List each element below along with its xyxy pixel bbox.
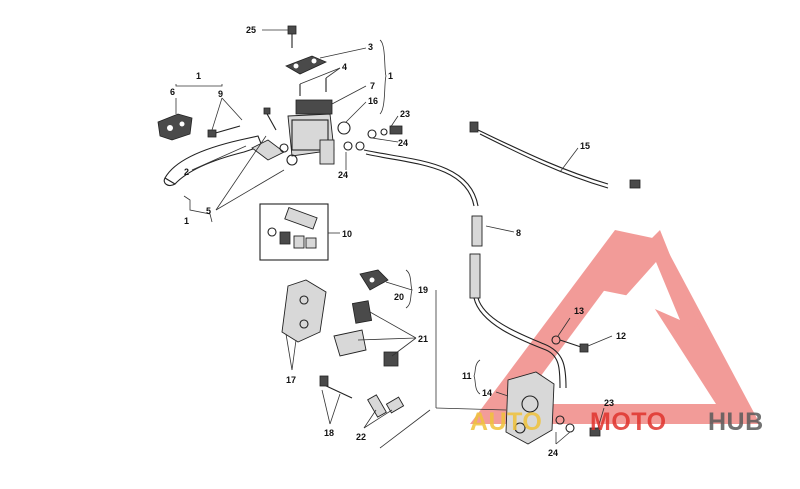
caliper	[505, 371, 555, 445]
clip-19-20	[359, 269, 389, 291]
watermark-peak-inner	[622, 262, 680, 320]
brake-lever	[163, 135, 263, 186]
watermark-logo	[470, 230, 760, 424]
lever-pin	[263, 107, 277, 131]
callout-5: 5	[206, 206, 211, 216]
callout-24-bottom: 24	[548, 448, 558, 458]
callout-18: 18	[324, 428, 334, 438]
callout-15: 15	[580, 141, 590, 151]
callout-4: 4	[342, 62, 347, 72]
clamp-bolt-25	[287, 25, 297, 48]
watermark-brand: AUTO MOTO HUB	[470, 408, 764, 436]
callout-20: 20	[394, 292, 404, 302]
callout-10: 10	[342, 229, 352, 239]
callout-6: 6	[170, 87, 175, 97]
callout-3: 3	[368, 42, 373, 52]
callout-24-mid: 24	[338, 170, 348, 180]
watermark-triangle-inner	[520, 280, 716, 404]
callout-1-top: 1	[196, 71, 201, 81]
leader-lines	[175, 29, 613, 449]
callout-13: 13	[574, 306, 584, 316]
callout-1-right: 1	[388, 71, 393, 81]
caliper-bolt-12	[559, 339, 589, 353]
callout-1-bottom: 1	[184, 216, 189, 226]
repair-kit-box	[259, 203, 329, 261]
callout-21: 21	[418, 334, 428, 344]
callout-23-top: 23	[400, 109, 410, 119]
bush-22	[367, 394, 405, 418]
reservoir-cap-clamp	[285, 55, 327, 75]
callout-22: 22	[356, 432, 366, 442]
watermark-brand-hub: HUB	[708, 408, 764, 436]
callout-11: 11	[462, 371, 472, 381]
watermark-brand-auto: AUTO	[470, 408, 542, 436]
callout-9: 9	[218, 89, 223, 99]
bracket-17	[281, 279, 327, 343]
callout-25: 25	[246, 25, 256, 35]
washer-13	[551, 335, 561, 345]
cap-16	[337, 121, 351, 135]
callout-8: 8	[516, 228, 521, 238]
callout-2: 2	[184, 167, 189, 177]
callout-17: 17	[286, 375, 296, 385]
watermark-brand-moto: MOTO	[590, 408, 667, 436]
brake-hose	[363, 149, 567, 389]
callout-23-bottom: 23	[604, 398, 614, 408]
callout-19: 19	[418, 285, 428, 295]
callout-7: 7	[370, 81, 375, 91]
master-cylinder	[279, 99, 335, 166]
screws-4	[299, 78, 327, 96]
sensor-cable	[469, 121, 641, 189]
bleeder-23	[555, 415, 601, 437]
callout-14: 14	[482, 388, 492, 398]
clips-21	[333, 300, 399, 367]
pin-18	[319, 375, 353, 399]
callout-24-top: 24	[398, 138, 408, 148]
lever-adjuster-bracket	[157, 113, 193, 141]
callout-12: 12	[616, 331, 626, 341]
callout-labels: 25 3 4 1 7 16 23 24 24 1 6 9 2 5 1 10 8 …	[170, 25, 626, 458]
callout-16: 16	[368, 96, 378, 106]
